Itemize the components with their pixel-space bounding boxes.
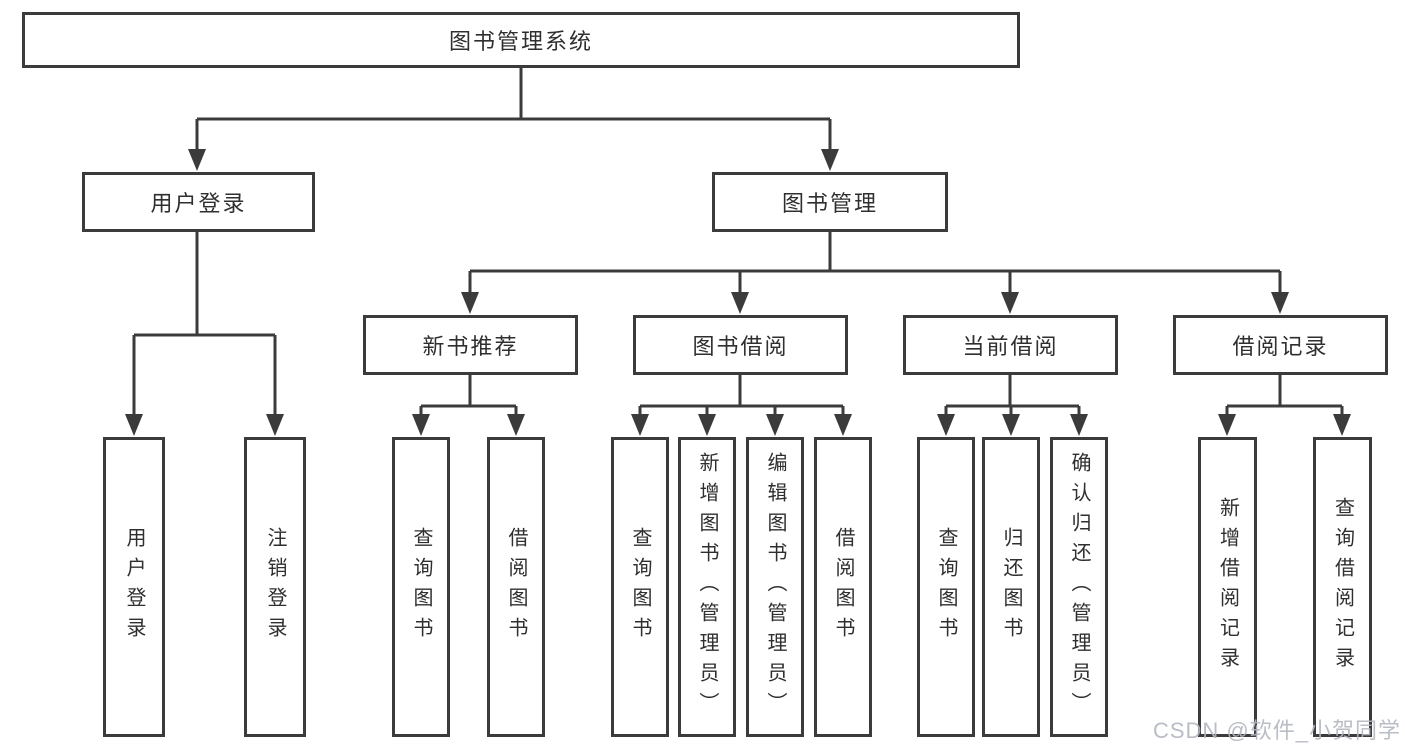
node-leaf-user-login: 用户登录: [103, 437, 165, 737]
edge-borrow-record-children: [1225, 375, 1344, 420]
node-current-borrow: 当前借阅: [903, 315, 1118, 375]
csdn-watermark: CSDN @软件_小贺同学: [1152, 718, 1401, 743]
node-leaf-confirm-return-admin: 确认归还（管理员）: [1050, 437, 1108, 737]
edge-book-management-children: [468, 232, 1282, 297]
node-new-book-recommend: 新书推荐: [363, 315, 578, 375]
node-leaf-query-book-2: 查询图书: [611, 437, 669, 737]
edge-new-book-children: [419, 375, 518, 420]
node-book-borrow: 图书借阅: [633, 315, 848, 375]
node-leaf-query-borrow-record: 查询借阅记录: [1313, 437, 1372, 737]
node-leaf-return-book: 归还图书: [982, 437, 1040, 737]
node-root-system: 图书管理系统: [22, 12, 1020, 68]
node-leaf-query-book-1: 查询图书: [392, 437, 450, 737]
node-leaf-borrow-book-2: 借阅图书: [814, 437, 872, 737]
edge-book-borrow-children: [638, 375, 845, 420]
node-user-login: 用户登录: [82, 172, 315, 232]
node-leaf-borrow-book-1: 借阅图书: [487, 437, 545, 737]
edge-root-to-level2: [195, 68, 832, 154]
edge-current-borrow-children: [944, 375, 1081, 420]
node-leaf-add-borrow-record: 新增借阅记录: [1198, 437, 1257, 737]
node-leaf-edit-book-admin: 编辑图书（管理员）: [746, 437, 804, 737]
arrow-down-icons: [125, 149, 1351, 436]
node-leaf-query-book-3: 查询图书: [917, 437, 975, 737]
node-leaf-logout: 注销登录: [244, 437, 306, 737]
node-leaf-add-book-admin: 新增图书（管理员）: [678, 437, 736, 737]
node-book-management: 图书管理: [712, 172, 948, 232]
node-borrow-record: 借阅记录: [1173, 315, 1388, 375]
edge-user-login-children: [132, 232, 277, 418]
